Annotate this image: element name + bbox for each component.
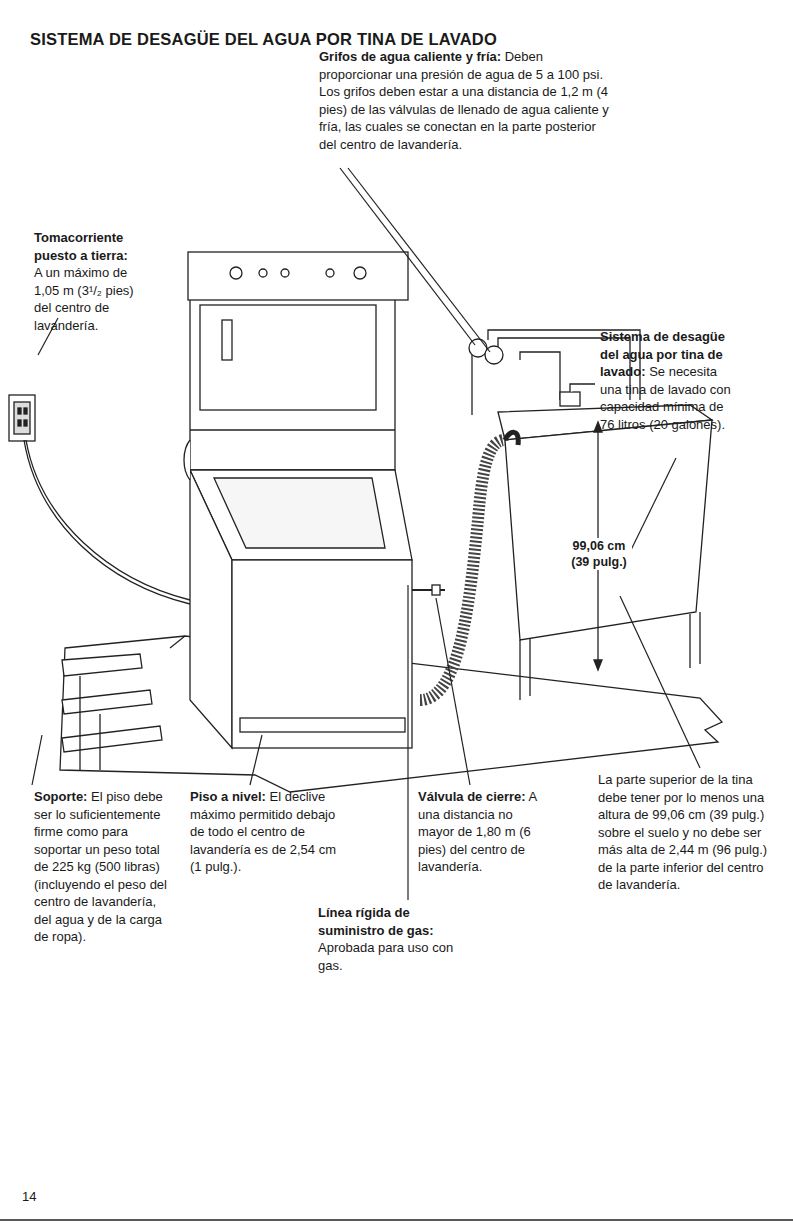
callout-text: La parte superior de la tina debe tener … bbox=[598, 771, 774, 894]
washer-dryer-part bbox=[190, 429, 395, 430]
callout-text: Soporte: El piso debe ser lo suficientem… bbox=[34, 788, 174, 946]
callout-text: Válvula de cierre: A una distancia no ma… bbox=[418, 788, 548, 876]
callout-heading: Válvula de cierre: bbox=[418, 789, 526, 804]
callout-heading: Tomacorriente puesto a tierra: bbox=[34, 229, 146, 264]
grounded-outlet-part bbox=[18, 420, 21, 426]
power-cord-part bbox=[24, 440, 190, 604]
floor-joists-part bbox=[62, 690, 152, 714]
washer-dryer-part bbox=[200, 305, 376, 410]
laundry-tub-part bbox=[560, 392, 580, 406]
callout-body: El piso debe ser lo suficientemente firm… bbox=[34, 789, 167, 944]
callout-body: 14 bbox=[22, 1189, 36, 1204]
floor-joists-part bbox=[62, 654, 142, 676]
grounded-outlet-part bbox=[24, 408, 27, 414]
leader-lines-part bbox=[407, 585, 408, 900]
washer-dryer-part bbox=[259, 269, 267, 277]
callout-text: 14 bbox=[22, 1188, 82, 1206]
leader-lines-part bbox=[32, 735, 42, 785]
dimension-arrow-part bbox=[594, 660, 602, 670]
washer-dryer-part bbox=[230, 267, 242, 279]
callout-text: Sistema de desagüe del agua por tina de … bbox=[600, 328, 740, 433]
callout-heading: Soporte: bbox=[34, 789, 87, 804]
leader-lines-part bbox=[340, 168, 475, 345]
callout-text: Tomacorriente puesto a tierra:A un máxim… bbox=[34, 229, 146, 334]
callout-heading: Grifos de agua caliente y fría: bbox=[319, 49, 501, 64]
callout-text: Grifos de agua caliente y fría: Deben pr… bbox=[319, 48, 611, 153]
callout-text: Piso a nivel: El declive máximo permitid… bbox=[190, 788, 342, 876]
washer-dryer-part bbox=[214, 478, 385, 548]
leader-lines-part bbox=[250, 735, 262, 785]
leader-lines-part bbox=[348, 168, 490, 352]
floor-part bbox=[170, 636, 185, 648]
power-cord-part bbox=[26, 440, 190, 600]
drain-hose-part bbox=[420, 440, 505, 700]
washer-dryer bbox=[184, 252, 412, 748]
page-rule-part bbox=[0, 1219, 793, 1220]
laundry-tub-part bbox=[505, 420, 712, 640]
washer-dryer-part bbox=[184, 440, 190, 480]
dimension-label: 99,06 cm(39 pulg.) bbox=[566, 538, 632, 570]
grounded-outlet bbox=[9, 395, 35, 441]
washer-dryer-part bbox=[232, 560, 412, 748]
leader-lines-part bbox=[620, 596, 700, 768]
water-pipes-part bbox=[520, 352, 560, 400]
laundry-tub-part bbox=[699, 612, 700, 664]
callout-heading: Piso a nivel: bbox=[190, 789, 266, 804]
power-cord bbox=[24, 440, 190, 604]
page-rule bbox=[0, 1219, 793, 1220]
laundry-tub-part bbox=[689, 614, 690, 668]
washer-dryer-part bbox=[190, 470, 232, 748]
washer-dryer-part bbox=[326, 269, 334, 277]
laundry-tub-part bbox=[529, 638, 530, 696]
washer-dryer-part bbox=[281, 269, 289, 277]
floor-joists-part bbox=[62, 726, 162, 752]
page-title: SISTEMA DE DESAGÜE DEL AGUA POR TINA DE … bbox=[30, 30, 497, 49]
callout-body: Aprobada para uso con gas. bbox=[318, 939, 468, 974]
floor-joists-part bbox=[79, 676, 80, 770]
callout-body: Deben proporcionar una presión de agua d… bbox=[319, 49, 609, 152]
grounded-outlet-part bbox=[9, 395, 35, 441]
floor-joists-part bbox=[99, 714, 100, 770]
callout-heading: Línea rígida de suministro de gas: bbox=[318, 904, 468, 939]
grounded-outlet-part bbox=[14, 402, 30, 434]
dimension-text: 99,06 cm bbox=[566, 538, 632, 554]
floor-joists bbox=[62, 654, 162, 770]
drain-hose bbox=[420, 432, 518, 700]
leader-lines-part bbox=[630, 458, 676, 552]
callout-body: A un máximo de 1,05 m (3¹/₂ pies) del ce… bbox=[34, 264, 146, 334]
water-pipes-part bbox=[469, 339, 487, 357]
callout-text: Línea rígida de suministro de gas:Aproba… bbox=[318, 904, 468, 974]
washer-dryer-part bbox=[240, 718, 405, 732]
callout-body: La parte superior de la tina debe tener … bbox=[598, 772, 767, 892]
laundry-tub-part bbox=[519, 640, 520, 700]
grounded-outlet-part bbox=[18, 408, 21, 414]
leader-lines-part bbox=[436, 598, 470, 785]
drain-hose-part bbox=[505, 432, 518, 445]
washer-dryer-part bbox=[354, 267, 366, 279]
gas-line-part bbox=[432, 585, 440, 595]
gas-line bbox=[412, 585, 445, 595]
washer-dryer-part bbox=[188, 252, 408, 300]
laundry-tub-part bbox=[570, 384, 595, 392]
dimension-text: (39 pulg.) bbox=[566, 554, 632, 570]
washer-dryer-part bbox=[222, 320, 232, 360]
grounded-outlet-part bbox=[24, 420, 27, 426]
